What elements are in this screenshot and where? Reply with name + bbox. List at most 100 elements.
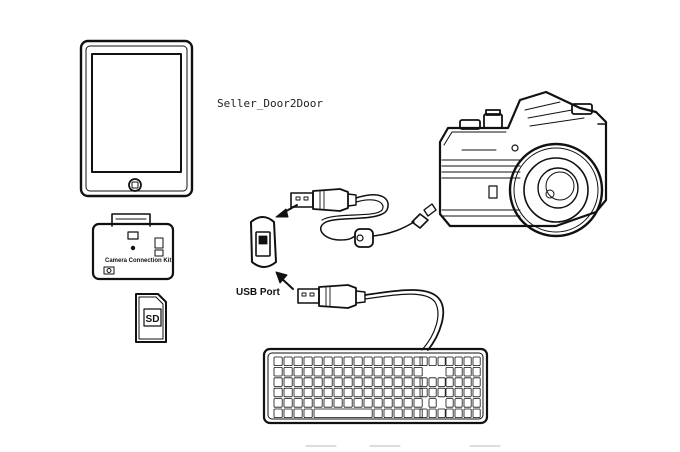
key bbox=[313, 366, 323, 377]
arrow-to-port-lower bbox=[275, 271, 294, 290]
key bbox=[472, 366, 481, 377]
key bbox=[403, 356, 413, 367]
key bbox=[353, 356, 363, 367]
key bbox=[472, 408, 481, 419]
key bbox=[363, 366, 373, 377]
key bbox=[428, 387, 437, 398]
key bbox=[403, 408, 413, 419]
key bbox=[353, 377, 363, 387]
keyboard-keys bbox=[273, 356, 481, 419]
key bbox=[413, 366, 423, 377]
key bbox=[313, 377, 323, 387]
key bbox=[273, 398, 283, 408]
key bbox=[353, 398, 363, 408]
key bbox=[323, 387, 333, 398]
key bbox=[393, 398, 403, 408]
key bbox=[463, 387, 472, 398]
camera-cable bbox=[320, 194, 437, 248]
key bbox=[293, 377, 303, 387]
keyboard-cable bbox=[364, 289, 445, 351]
key bbox=[383, 387, 393, 398]
key bbox=[283, 387, 293, 398]
key bbox=[445, 387, 454, 398]
key bbox=[472, 387, 481, 398]
sd-card-label: SD bbox=[146, 314, 160, 325]
camera-connection-kit-adapter bbox=[91, 213, 175, 281]
key bbox=[343, 366, 353, 377]
key bbox=[419, 356, 428, 367]
key bbox=[428, 408, 437, 419]
key bbox=[323, 366, 333, 377]
slr-camera bbox=[438, 90, 608, 238]
key bbox=[283, 366, 293, 377]
key bbox=[273, 366, 283, 377]
key bbox=[283, 356, 293, 367]
key bbox=[363, 356, 373, 367]
key bbox=[373, 356, 383, 367]
key bbox=[445, 356, 454, 367]
key bbox=[463, 356, 472, 367]
key bbox=[293, 387, 303, 398]
key bbox=[323, 398, 333, 408]
key bbox=[303, 408, 313, 419]
key bbox=[273, 356, 283, 367]
key bbox=[463, 398, 472, 408]
key bbox=[293, 366, 303, 377]
key bbox=[428, 356, 437, 367]
key bbox=[293, 408, 303, 419]
key bbox=[393, 377, 403, 387]
key bbox=[313, 398, 323, 408]
key bbox=[373, 377, 383, 387]
key bbox=[353, 366, 363, 377]
key bbox=[413, 356, 423, 367]
key bbox=[445, 408, 454, 419]
key bbox=[373, 366, 383, 377]
key bbox=[313, 387, 323, 398]
key bbox=[313, 356, 323, 367]
tablet-device bbox=[79, 39, 194, 198]
key bbox=[463, 366, 472, 377]
key bbox=[333, 366, 343, 377]
usb-port-label: USB Port bbox=[236, 287, 281, 298]
key bbox=[403, 366, 413, 377]
key bbox=[445, 398, 454, 408]
keyboard-usb-plug bbox=[297, 284, 366, 309]
key bbox=[363, 387, 373, 398]
key bbox=[463, 377, 472, 387]
key bbox=[333, 377, 343, 387]
key bbox=[373, 387, 383, 398]
key bbox=[303, 377, 313, 387]
key bbox=[413, 398, 423, 408]
key bbox=[454, 408, 463, 419]
key bbox=[419, 408, 428, 419]
key bbox=[472, 398, 481, 408]
key bbox=[343, 356, 353, 367]
key bbox=[303, 356, 313, 367]
key bbox=[437, 387, 446, 398]
camera-usb-plug bbox=[290, 188, 357, 212]
keyboard bbox=[262, 347, 489, 425]
key bbox=[283, 408, 293, 419]
key bbox=[333, 387, 343, 398]
key bbox=[273, 408, 283, 419]
key bbox=[353, 387, 363, 398]
key bbox=[403, 387, 413, 398]
key bbox=[303, 398, 313, 408]
key bbox=[463, 408, 472, 419]
key bbox=[454, 356, 463, 367]
key bbox=[454, 398, 463, 408]
key bbox=[413, 377, 423, 387]
key bbox=[403, 398, 413, 408]
key bbox=[393, 408, 403, 419]
key bbox=[293, 356, 303, 367]
key bbox=[323, 356, 333, 367]
key bbox=[383, 408, 393, 419]
key bbox=[273, 387, 283, 398]
key bbox=[428, 398, 437, 408]
key bbox=[403, 377, 413, 387]
key bbox=[445, 377, 454, 387]
adapter-label: Camera Connection Kit bbox=[105, 258, 171, 264]
key bbox=[437, 377, 446, 387]
key bbox=[373, 408, 383, 419]
